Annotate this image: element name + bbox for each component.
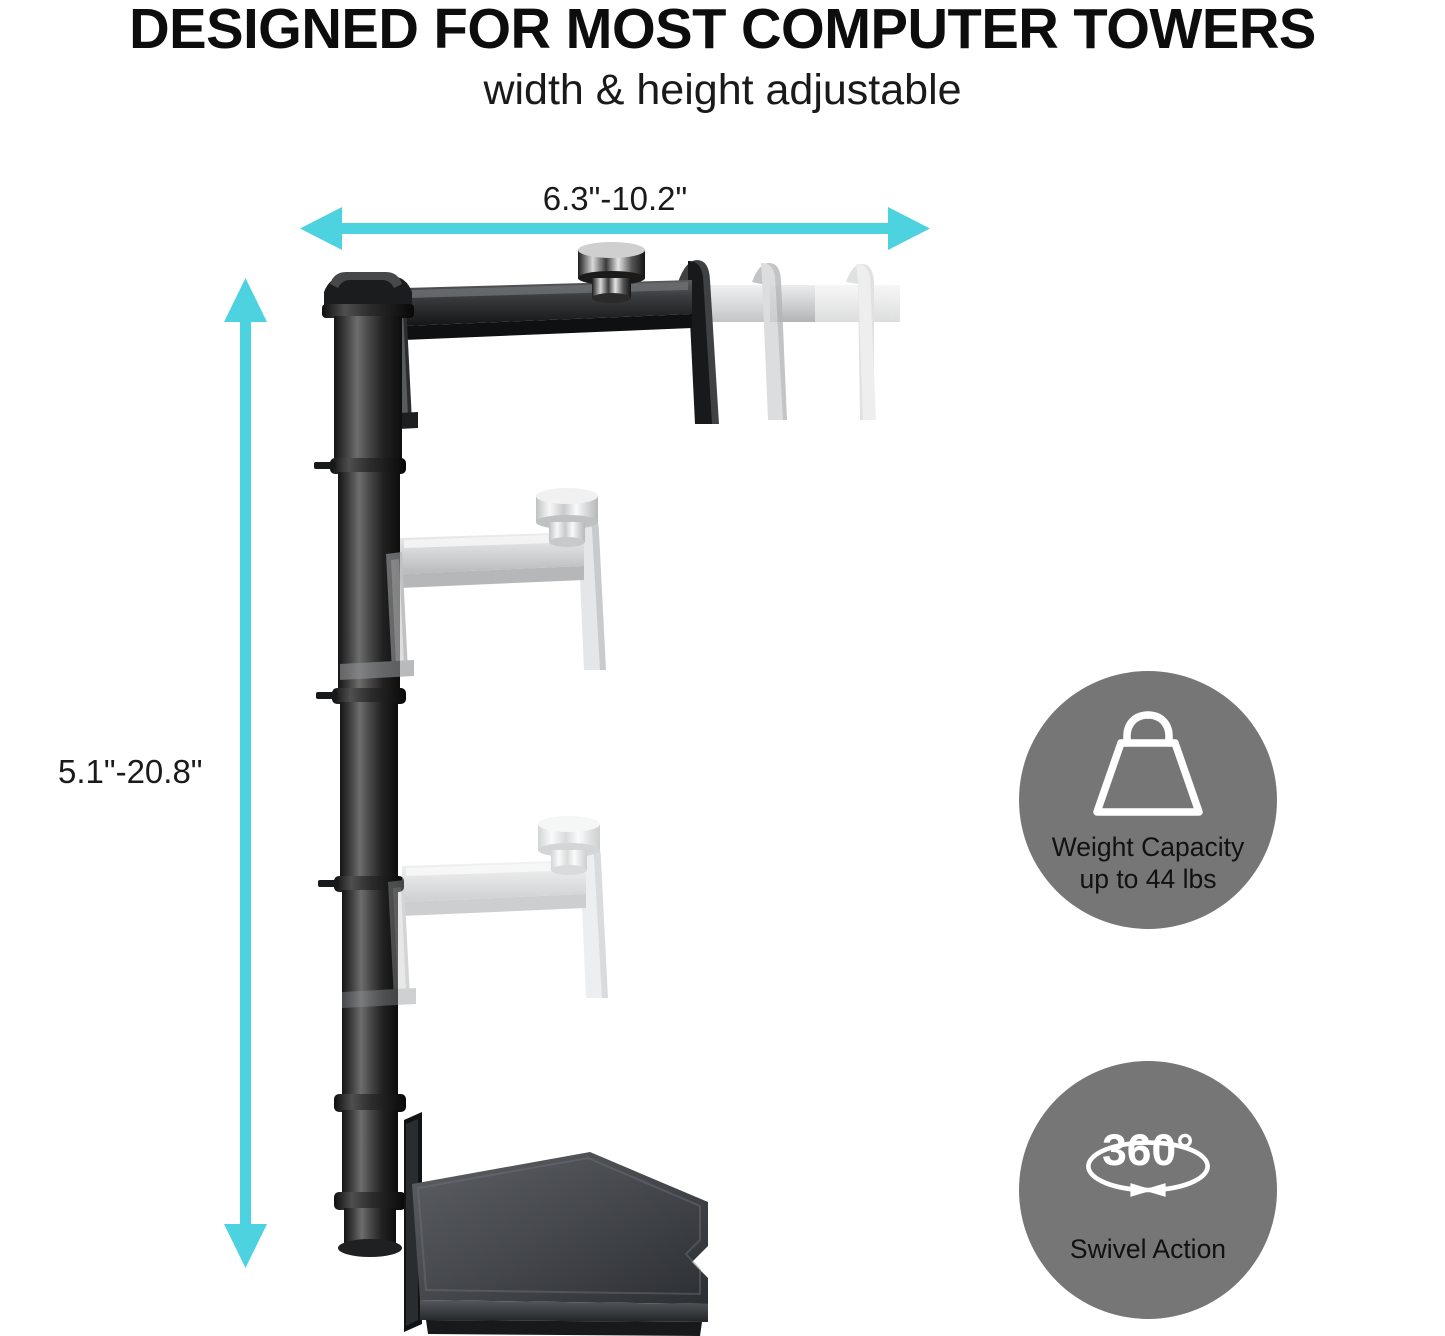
lower-arm-ghost	[342, 816, 608, 1008]
base-platform	[404, 1112, 708, 1336]
badge-weight-line1: Weight Capacity	[1051, 832, 1245, 862]
height-dimension-arrow-icon	[224, 278, 267, 1268]
badge-swivel-line1: Swivel Action	[1069, 1234, 1227, 1264]
width-ghost-1	[680, 262, 815, 420]
height-dimension-label: 5.1"-20.8"	[58, 753, 203, 790]
page-title: DESIGNED FOR MOST COMPUTER TOWERS	[129, 0, 1316, 61]
badge-weight-capacity: Weight Capacity up to 44 lbs	[1019, 671, 1277, 929]
width-dimension-label: 6.3"-10.2"	[542, 180, 688, 217]
width-dimension-arrow-icon	[300, 207, 930, 250]
rotation-360-icon: 360°	[1086, 1126, 1210, 1197]
weight-icon	[1093, 711, 1203, 816]
badge-swivel-action: 360° Swivel Action	[1019, 1061, 1277, 1319]
badge-swivel-value: 360°	[1102, 1126, 1194, 1175]
product-illustration	[314, 242, 900, 1336]
badge-weight-capacity-text: Weight Capacity up to 44 lbs	[1052, 831, 1244, 896]
badge-weight-line2: up to 44 lbs	[1079, 864, 1217, 895]
center-pole	[314, 272, 414, 1257]
middle-arm-ghost	[340, 488, 606, 680]
page-subtitle: width & height adjustable	[483, 66, 962, 114]
badge-swivel-action-text: Swivel Action	[1070, 1233, 1226, 1265]
